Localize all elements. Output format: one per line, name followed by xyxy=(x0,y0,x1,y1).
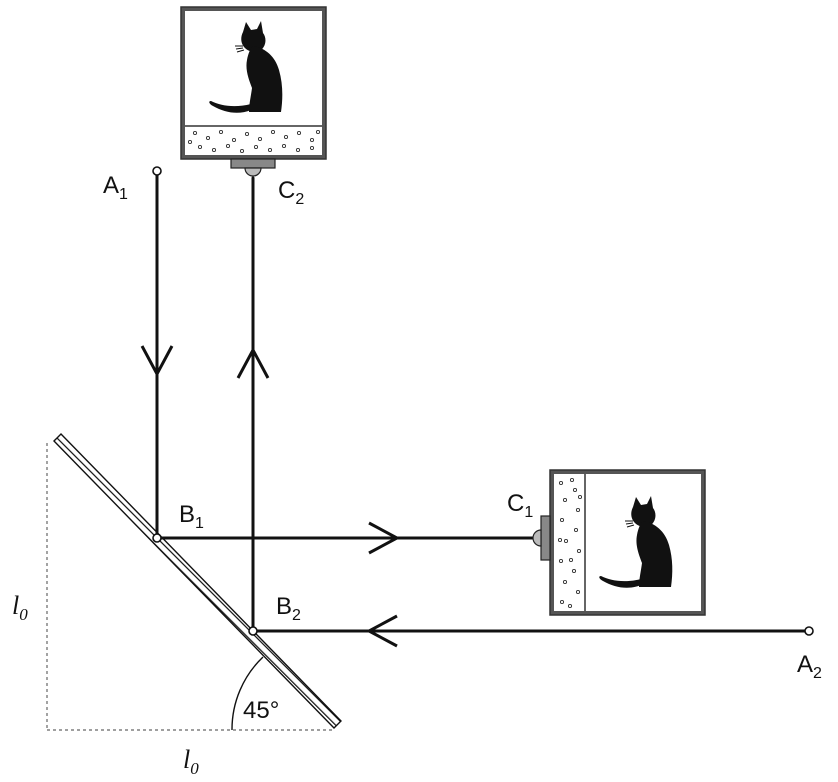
label-l0-horizontal: l0 xyxy=(183,745,199,778)
lens-c2 xyxy=(230,158,276,169)
arrow-down-1 xyxy=(140,345,174,378)
node-a1 xyxy=(152,166,162,176)
label-c1: C1 xyxy=(507,490,533,521)
angle-arc xyxy=(231,656,264,731)
ray-path-1 xyxy=(140,169,538,555)
ray-path-2 xyxy=(236,176,811,648)
label-l0-vertical: l0 xyxy=(12,591,28,624)
node-b2 xyxy=(248,626,258,636)
arrow-left-2 xyxy=(365,614,398,648)
arrow-up-2 xyxy=(236,346,270,379)
sand-dots-top xyxy=(187,129,321,154)
node-b1 xyxy=(152,533,162,543)
label-b2: B2 xyxy=(276,593,301,624)
lens-c1 xyxy=(540,515,551,561)
label-c2: C2 xyxy=(278,177,304,208)
angle-label: 45° xyxy=(243,697,279,724)
camera-box-top xyxy=(180,6,327,177)
camera-box-right xyxy=(532,469,706,616)
label-a1: A1 xyxy=(103,172,128,203)
label-b1: B1 xyxy=(179,501,204,532)
sand-dots-right xyxy=(557,477,583,609)
node-a2 xyxy=(804,626,814,636)
arrow-right-1 xyxy=(368,521,401,555)
mirror xyxy=(53,433,342,729)
label-a2: A2 xyxy=(797,651,822,682)
